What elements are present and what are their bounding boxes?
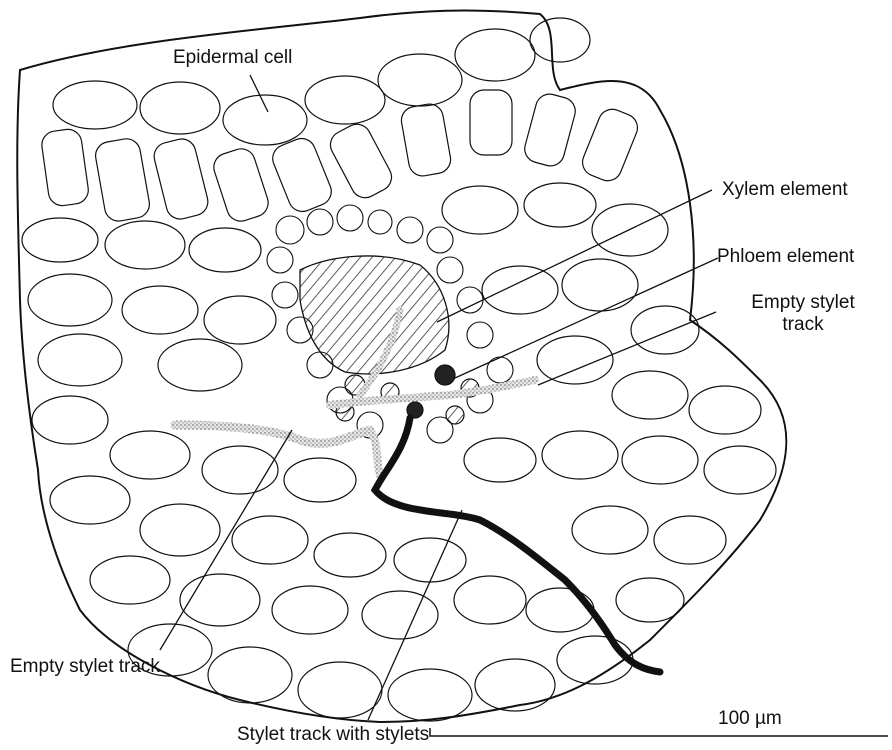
xylem-region bbox=[300, 256, 449, 374]
label-phloem-element: Phloem element bbox=[717, 246, 854, 268]
label-stylet-track-with-stylets: Stylet track with stylets bbox=[237, 724, 429, 746]
label-empty-stylet-track-right-line1: Empty stylet bbox=[728, 292, 878, 314]
label-scale-bar: 100 µm bbox=[718, 708, 782, 730]
scale-bar bbox=[430, 728, 888, 736]
label-empty-stylet-track-right-line2: track bbox=[728, 314, 878, 336]
label-xylem-element: Xylem element bbox=[722, 179, 848, 201]
stylet-track-with-stylets bbox=[375, 418, 660, 672]
label-epidermal-cell: Epidermal cell bbox=[173, 47, 292, 69]
label-empty-stylet-track-right: Empty stylet track bbox=[728, 292, 878, 336]
label-empty-stylet-track-left: Empty stylet track bbox=[10, 656, 160, 678]
